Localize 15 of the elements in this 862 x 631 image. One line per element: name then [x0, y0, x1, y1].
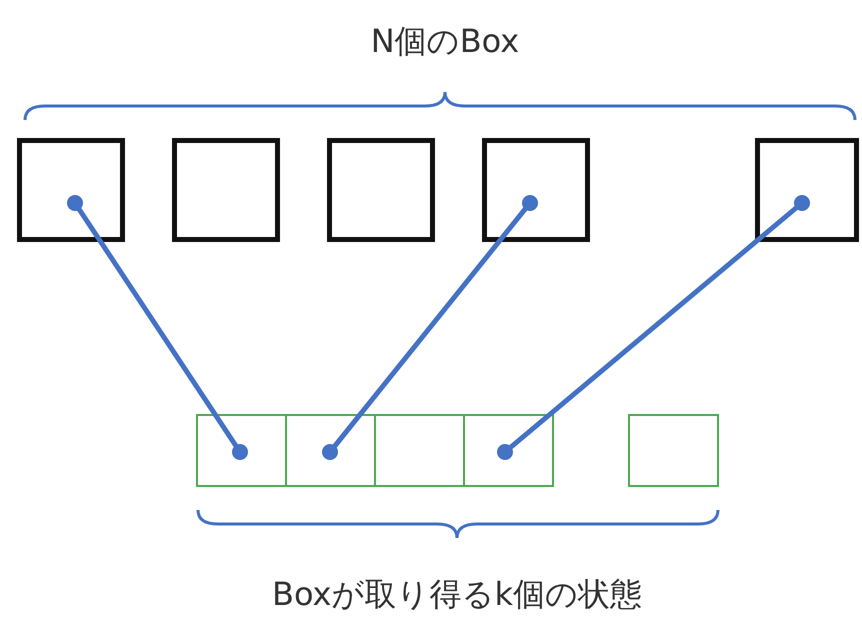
square-box: [374, 414, 465, 487]
square-box: [482, 138, 590, 242]
square-box: [755, 138, 859, 242]
brace-label: Boxが取り得るk個の状態: [272, 575, 642, 614]
square-box: [17, 138, 125, 242]
connector-line: [322, 195, 538, 460]
connector-line: [497, 195, 810, 460]
connector-line: [67, 195, 248, 460]
square-box: [196, 414, 287, 487]
square-box: [327, 138, 435, 242]
brace-label: N個のBox: [370, 22, 520, 60]
square-box: [463, 414, 554, 487]
square-box: [628, 414, 719, 487]
square-box: [172, 138, 280, 242]
square-box: [285, 414, 376, 487]
